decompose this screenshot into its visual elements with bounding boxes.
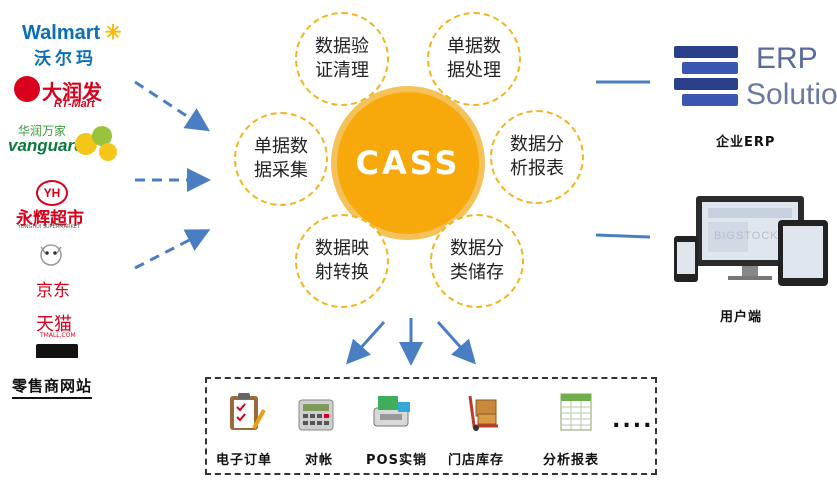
arrow-retail-top (134, 80, 211, 132)
cass-hub: CASS (331, 86, 485, 240)
yonghui-en-text: YONGHUI SUPERMARKET (18, 224, 80, 230)
rtmart-emblem-icon (14, 76, 40, 102)
vanguard-fruit-icon (75, 126, 117, 161)
vanguard-cn-text: 华润万家 (18, 124, 67, 138)
tool-reconcile-label: 对帐 (305, 453, 334, 468)
pos-terminal-icon (373, 396, 410, 427)
tools-more-ellipsis: .... (612, 408, 654, 433)
erp-logo-line1: ERP (756, 42, 818, 75)
yonghui-emblem-icon: YH (36, 180, 68, 206)
output-tools-box (205, 377, 657, 475)
tmall-cat-icon (36, 344, 78, 358)
jd-dog-icon (40, 244, 62, 266)
devices-icon (674, 196, 828, 286)
arrow-down-right (436, 320, 477, 365)
walmart-cn-text: 沃尔玛 (34, 49, 97, 68)
tool-inventory-label: 门店库存 (448, 453, 505, 468)
tool-report-label: 分析报表 (543, 453, 600, 468)
arrow-retail-bottom (134, 229, 211, 270)
bubble-doc-process: 单据数 据处理 (427, 12, 521, 106)
erp-caption: 企业ERP (716, 135, 776, 150)
tool-pos-label: POS实销 (366, 453, 427, 468)
clipboard-icon (230, 393, 266, 430)
hand-truck-icon (468, 395, 498, 431)
erp-logo-line2: Solution (746, 78, 837, 111)
bubble-data-classify: 数据分 类储存 (430, 214, 524, 308)
client-caption: 用户端 (720, 310, 763, 325)
erp-logo: ERP Solution (668, 38, 837, 120)
yonghui-cn-text: 永辉超市 (16, 209, 84, 229)
bubble-analysis-report: 数据分 析报表 (490, 110, 584, 204)
stock-watermark: BIGSTOCK (714, 230, 779, 242)
bubble-verify-clean-label: 数据验 证清理 (315, 36, 369, 81)
walmart-logo-text: Walmart (22, 22, 101, 44)
retail-caption: 零售商网站 (12, 375, 93, 399)
connector-client (595, 233, 651, 239)
bubble-data-mapping-label: 数据映 射转换 (315, 238, 369, 283)
rtmart-en-text: RT-Mart (54, 98, 95, 110)
bubble-doc-collect-label: 单据数 据采集 (254, 136, 308, 181)
spreadsheet-icon (560, 393, 592, 431)
calculator-icon (298, 399, 334, 431)
tmall-cn-text: 天猫 (36, 314, 72, 335)
tmall-en-text: TMALL.COM (40, 332, 76, 339)
bubble-data-mapping: 数据映 射转换 (295, 214, 389, 308)
client-devices: BIGSTOCK (672, 192, 832, 292)
bubble-analysis-report-label: 数据分 析报表 (510, 134, 564, 179)
walmart-spark-icon: ✳ (104, 22, 122, 44)
erp-stack-icon (674, 46, 738, 106)
bubble-doc-process-label: 单据数 据处理 (447, 36, 501, 81)
rtmart-cn-text: 大润发 (42, 80, 102, 104)
arrow-down-left (345, 320, 386, 365)
bubble-doc-collect: 单据数 据采集 (234, 112, 328, 206)
walmart-logo: Walmart ✳ (22, 20, 121, 45)
bubble-verify-clean: 数据验 证清理 (295, 12, 389, 106)
bubble-data-classify-label: 数据分 类储存 (450, 238, 504, 283)
tool-order-label: 电子订单 (216, 453, 273, 468)
jd-text: 京东 (36, 281, 70, 301)
vanguard-en-text: vanguard (8, 136, 85, 155)
